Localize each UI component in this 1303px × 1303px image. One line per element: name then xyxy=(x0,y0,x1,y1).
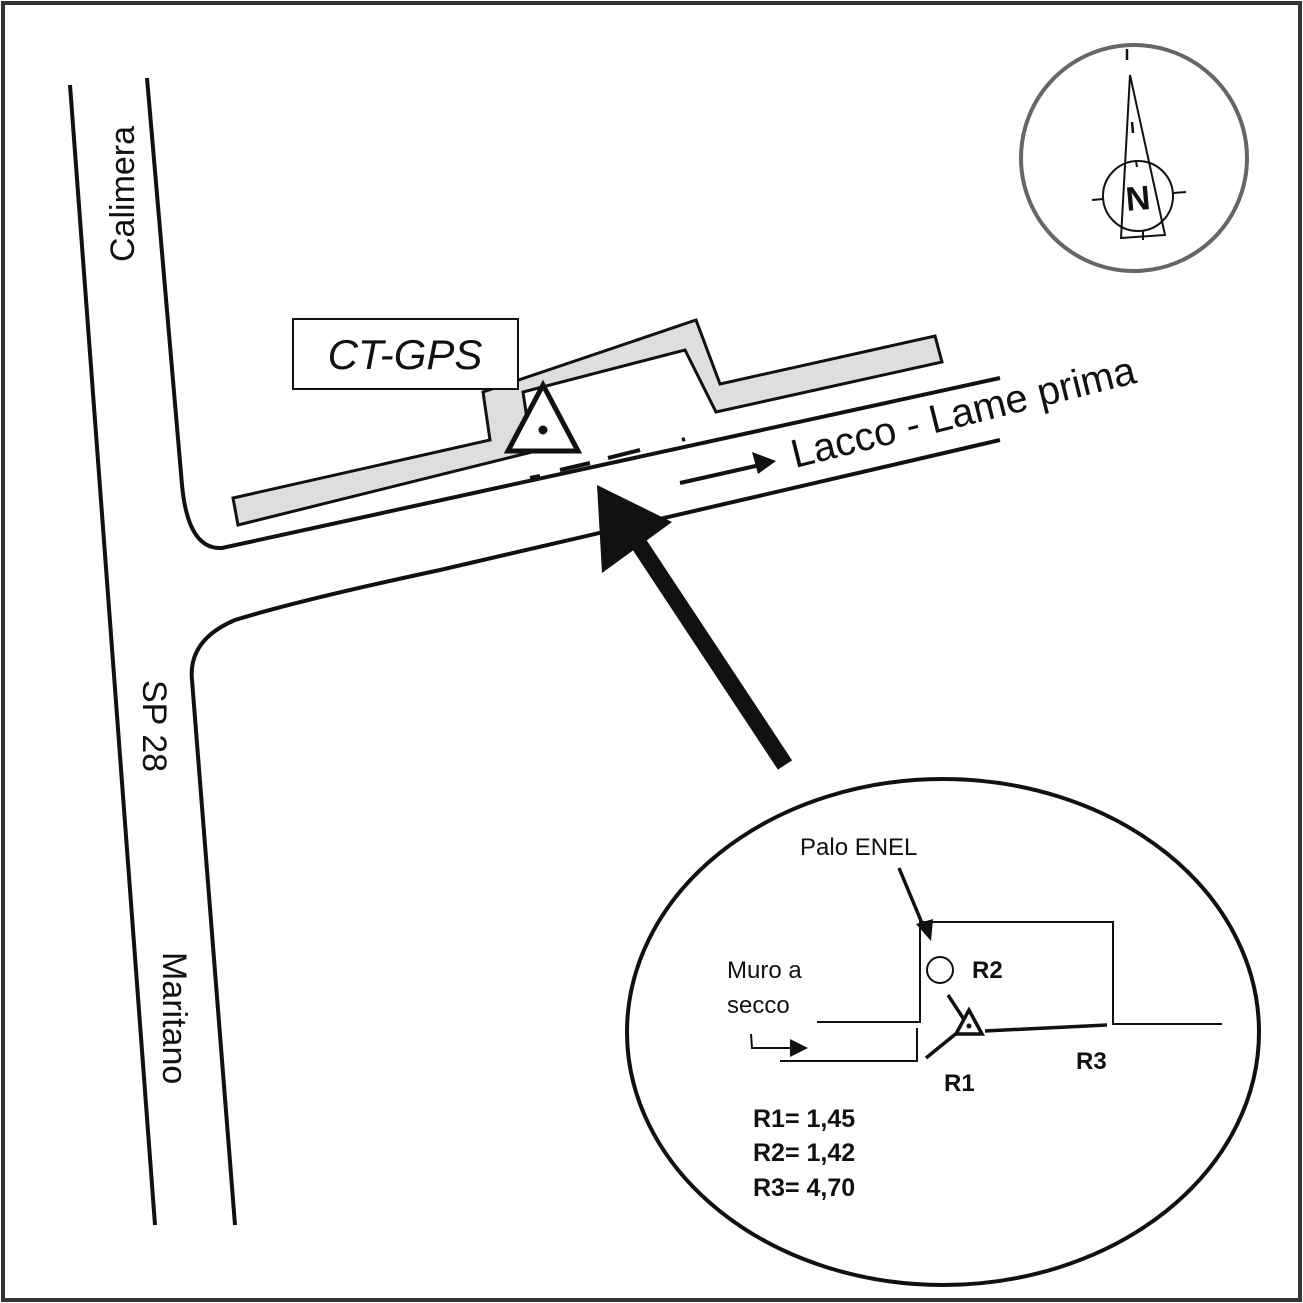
inset-pointer-arrow-icon xyxy=(597,485,793,770)
ref-label-r2: R2 xyxy=(972,957,1003,984)
measurement-row: R1= 1,45 xyxy=(753,1105,855,1133)
wall-label-line2: secco xyxy=(727,992,790,1019)
ref-label-r3: R3 xyxy=(1076,1048,1107,1075)
inset-circle xyxy=(625,777,1261,1287)
compass: N xyxy=(1019,43,1249,273)
main-road-west-edge xyxy=(68,84,157,1226)
enclosure-walls xyxy=(780,921,1222,1062)
reference-line-r3 xyxy=(984,1023,1108,1033)
measurement-row: R2= 1,42 xyxy=(753,1139,855,1167)
measurements-table: R1= 1,45 R2= 1,42 R3= 4,70 xyxy=(753,1105,855,1202)
measurement-row: R3= 4,70 xyxy=(753,1174,855,1202)
main-road-east-edge-north xyxy=(145,77,1001,551)
road-label-sp28: SP 28 xyxy=(135,680,173,772)
wall-label-line1: Muro a xyxy=(727,957,802,984)
road-label-maritano: Maritano xyxy=(155,952,193,1084)
pole-label: Palo ENEL xyxy=(800,834,917,861)
enel-pole-icon xyxy=(926,956,954,984)
ref-label-r1: R1 xyxy=(944,1070,975,1097)
side-road-centerline xyxy=(529,437,686,480)
station-label-box: CT-GPS xyxy=(292,318,519,390)
gps-station-icon xyxy=(503,379,583,454)
compass-north-letter: N xyxy=(1124,179,1152,219)
compass-ring xyxy=(1019,43,1249,273)
station-label: CT-GPS xyxy=(328,331,483,378)
main-road-east-edge-south xyxy=(189,438,1001,1226)
detail-inset: Palo ENEL Muro a secco R2 R1 R3 xyxy=(625,777,1261,1287)
wall-pointer-icon xyxy=(750,1033,792,1049)
direction-arrow-icon xyxy=(679,452,776,485)
inset-station-icon xyxy=(953,1006,985,1036)
road-label-calimera: Calimera xyxy=(104,126,142,262)
reference-line-r1 xyxy=(924,1030,960,1060)
reference-line-r2 xyxy=(946,994,967,1022)
main-road-sp28 xyxy=(68,77,1001,1226)
